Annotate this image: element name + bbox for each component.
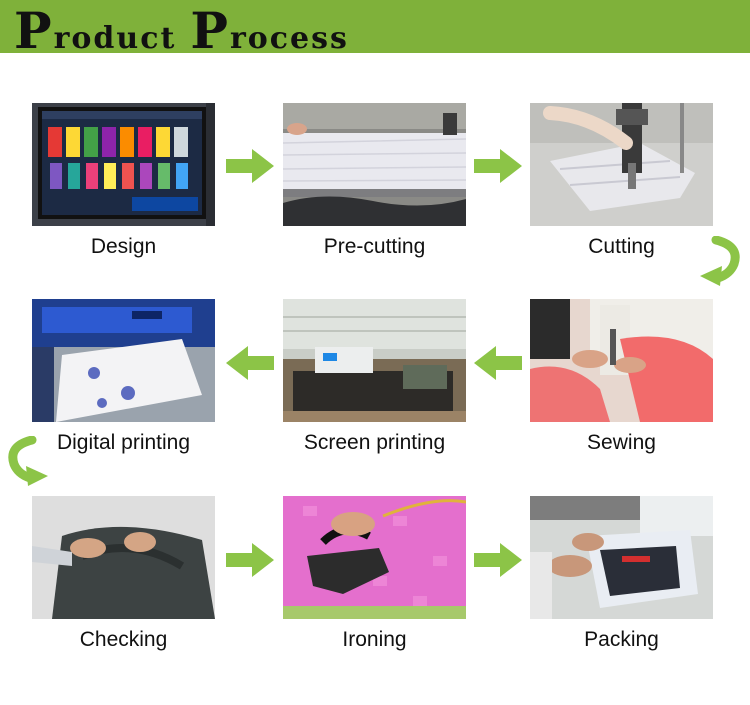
cutting-photo [530,103,713,226]
ironing-photo [283,496,466,619]
checking-photo [32,496,215,619]
step-digital-printing: Digital printing [32,299,215,455]
screen-printing-line-illustration [283,299,466,422]
step-design: Design [32,103,215,259]
digital-printing-photo [32,299,215,422]
arrow-right-icon [226,149,274,183]
step-label: Checking [79,628,168,651]
curved-arrow-down-icon [696,236,742,286]
sewing-photo [530,299,713,422]
fabric-table-illustration [283,103,466,226]
step-checking: Checking [32,496,215,652]
step-label: Packing [584,628,659,651]
step-label: Ironing [342,628,407,651]
ironing-illustration [283,496,466,619]
step-pre-cutting: Pre-cutting [283,103,466,259]
arrow-right-icon [226,543,274,577]
packing-illustration [530,496,713,619]
inspection-illustration [32,496,215,619]
step-label: Digital printing [56,431,191,454]
design-photo [32,103,215,226]
step-label: Sewing [587,431,656,454]
sewing-machine-illustration [530,299,713,422]
arrow-left-icon [226,346,274,380]
screen-printing-photo [283,299,466,422]
step-packing: Packing [530,496,713,652]
step-sewing: Sewing [530,299,713,455]
arrow-right-icon [474,149,522,183]
packing-photo [530,496,713,619]
step-label: Pre-cutting [323,235,426,258]
step-cutting: Cutting [530,103,713,259]
arrow-right-icon [474,543,522,577]
step-screen-printing: Screen printing [283,299,466,455]
monitor-illustration [32,103,215,226]
curved-arrow-down-icon [6,436,52,486]
pre-cutting-photo [283,103,466,226]
digital-printer-illustration [32,299,215,422]
step-ironing: Ironing [283,496,466,652]
step-label: Cutting [588,235,655,258]
arrow-left-icon [474,346,522,380]
cutting-machine-illustration [530,103,713,226]
step-label: Design [90,235,157,258]
step-label: Screen printing [303,431,446,454]
